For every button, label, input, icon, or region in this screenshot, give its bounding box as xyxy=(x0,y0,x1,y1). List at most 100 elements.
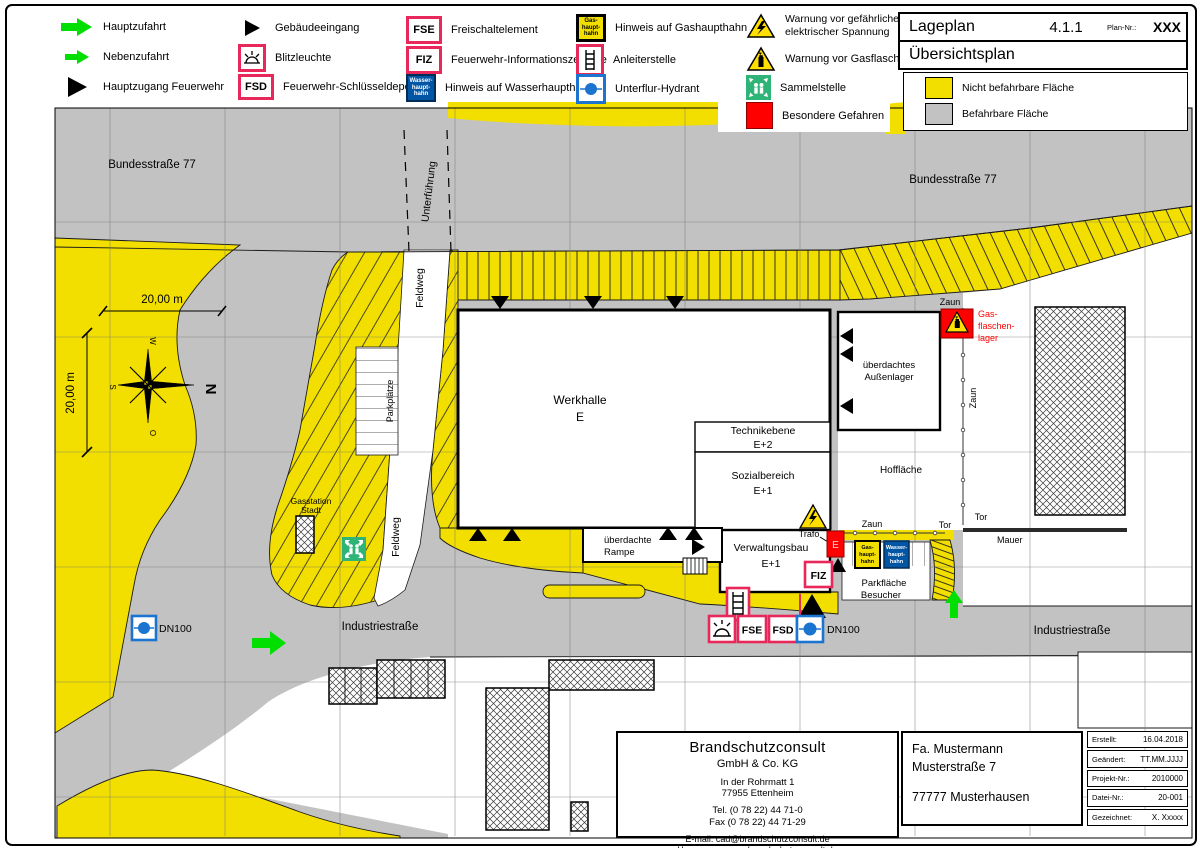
label-gasstation-1: Gasstation xyxy=(291,496,332,506)
label-dim-vertical: 20,00 m xyxy=(65,372,77,414)
legend-label: Anleiterstelle xyxy=(613,54,676,66)
customer-city: 77777 Musterhausen xyxy=(912,790,1030,805)
special-hazard-icon xyxy=(746,102,773,129)
label-sozialbereich: Sozialbereich xyxy=(731,470,794,482)
gas-sign-line1: Gas- xyxy=(861,545,873,551)
water-sign-line3: hahn xyxy=(890,559,904,565)
drivable-swatch xyxy=(925,103,953,125)
label-technikebene-level: E+2 xyxy=(754,439,773,451)
info-label: Erstellt: xyxy=(1092,735,1118,745)
company-email: E-mail: cad@brandschutzconsult.de xyxy=(685,834,830,844)
plan-number-box: Plan-Nr.: XXX xyxy=(1102,12,1188,42)
plan-info-table: Erstellt:16.04.2018 Geändert:TT.MM.JJJJ … xyxy=(1087,731,1188,827)
legend-label-line1: Warnung vor gefährlicher, xyxy=(785,13,905,26)
legend-besondere-gefahren: Besondere Gefahren xyxy=(746,102,884,129)
fse-label: FSE xyxy=(742,625,762,637)
label-aussenlager-1: überdachtes xyxy=(863,360,916,371)
gas-sign-line3: hahn xyxy=(861,559,875,565)
info-label: Projekt-Nr.: xyxy=(1092,774,1130,784)
roads-white xyxy=(355,249,451,607)
hydrant-icon xyxy=(576,74,606,104)
aussenlager-building xyxy=(836,310,942,432)
map-border xyxy=(54,107,1193,839)
compass-rose: N W S O xyxy=(108,337,219,436)
water-main-sign-icon: Wasser-haupt-hahn xyxy=(406,74,436,102)
legend-warnung-gasflaschen: Warnung vor Gasflaschen xyxy=(746,46,912,72)
neighbour-buildings xyxy=(295,306,1126,832)
label-technikebene: Technikebene xyxy=(731,425,796,437)
hydrant-south: DN100 xyxy=(795,614,860,644)
plan-subtitle-box: Übersichtsplan xyxy=(898,40,1188,70)
hauptzufahrt-arrow xyxy=(252,631,286,655)
area-legend-gray: Befahrbare Fläche xyxy=(925,103,1048,125)
water-sign-line2: haupt- xyxy=(888,552,905,558)
legend-warnung-spannung: Warnung vor gefährlicher, elektrischer S… xyxy=(746,13,905,39)
legend-fiz: FIZ Feuerwehr-Informationszentrale xyxy=(406,46,607,74)
fiz-icon: FIZ xyxy=(406,46,442,74)
info-row-projektnr: Projekt-Nr.: 2010000 xyxy=(1087,769,1188,788)
legend-label: Hauptzufahrt xyxy=(103,21,166,33)
access-arrows xyxy=(252,590,963,655)
hydrant-west: DN100 xyxy=(130,614,192,642)
assembly-point-map xyxy=(342,537,366,561)
info-label: Datei-Nr.: xyxy=(1092,793,1124,803)
legend-fsd: FSD Feuerwehr-Schlüsseldepot xyxy=(238,74,414,100)
secondary-access-arrow-icon xyxy=(60,49,94,65)
info-value: X. Xxxxx xyxy=(1151,812,1183,822)
customer-street: Musterstraße 7 xyxy=(912,760,997,775)
company-street: In der Rohrmatt 1 xyxy=(720,776,795,788)
plan-section-box: 4.1.1 xyxy=(1030,12,1104,42)
plan-title-box: Lageplan xyxy=(898,12,1032,42)
info-row-dateinr: Datei-Nr.:20-001 xyxy=(1087,789,1188,807)
company-tel: Tel. (0 78 22) 44 71-0 xyxy=(712,805,803,817)
customer-name: Fa. Mustermann xyxy=(912,742,1004,756)
water-sign-line1: Wasser- xyxy=(886,545,907,551)
legend-wasserhaupthahn: Wasser-haupt-hahn Hinweis auf Wasserhaup… xyxy=(406,74,594,102)
label-industriestrasse-west: Industriestraße xyxy=(342,621,419,633)
info-value: TT.MM.JJJJ xyxy=(1140,754,1183,764)
legend-unterflur-hydrant: Unterflur-Hydrant xyxy=(576,74,699,104)
main-access-arrow-icon xyxy=(60,17,94,37)
legend-label: Freischaltelement xyxy=(451,24,538,36)
label-parkplaetze: Parkplätze xyxy=(385,380,395,423)
plan-title: Lageplan xyxy=(909,18,975,35)
label-feldweg-south: Feldweg xyxy=(390,517,402,557)
southwest-green-area xyxy=(56,769,401,839)
fsd-icon: FSD xyxy=(238,74,274,100)
legend-fse: FSE Freischaltelement xyxy=(406,16,538,44)
info-row-geaendert: Geändert:TT.MM.JJJJ xyxy=(1087,750,1188,768)
info-value: 2010000 xyxy=(1151,774,1183,784)
legend-label: Warnung vor Gasflaschen xyxy=(785,53,912,65)
label-zaun-east: Zaun xyxy=(968,388,978,409)
legend-gashaupthahn: Gas-haupt-hahn Hinweis auf Gashaupthahn xyxy=(576,14,747,42)
underpass xyxy=(403,129,452,253)
label-aussenlager-2: Außenlager xyxy=(864,372,913,383)
legend-label: Hinweis auf Wasserhaupthahn xyxy=(445,82,594,94)
legend-blitzleuchte: Blitzleuchte xyxy=(238,44,331,72)
compass-n: N xyxy=(202,384,219,395)
legend-hauptzufahrt: Hauptzufahrt xyxy=(60,17,166,37)
label-sozialbereich-level: E+1 xyxy=(754,485,773,497)
nebenzufahrt-arrow xyxy=(945,590,963,618)
legend-nebenzufahrt: Nebenzufahrt xyxy=(60,49,169,65)
legend-label: Hauptzugang Feuerwehr xyxy=(103,81,225,93)
company-legal: GmbH & Co. KG xyxy=(716,757,799,770)
label-bundesstrasse-west: Bundesstraße 77 xyxy=(108,159,196,171)
label-tor-1: Tor xyxy=(939,520,952,530)
label-rampe-2: Rampe xyxy=(604,547,635,558)
company-name: Brandschutzconsult xyxy=(689,739,826,756)
area-legend-yellow: Nicht befahrbare Fläche xyxy=(925,77,1074,99)
label-parkflaeche-1: Parkfläche xyxy=(862,578,907,589)
label-dim-horizontal: 20,00 m xyxy=(141,294,183,306)
fse-marker xyxy=(736,614,768,644)
hoffläche-area xyxy=(838,310,963,530)
legend-label: Hinweis auf Gashaupthahn xyxy=(615,22,748,34)
label-bundesstrasse-east: Bundesstraße 77 xyxy=(909,174,997,186)
address-block: Brandschutzconsult GmbH & Co. KG In der … xyxy=(616,731,899,848)
traffic-island xyxy=(542,584,646,599)
plan-number-label: Plan-Nr.: xyxy=(1107,22,1137,32)
compass-o: O xyxy=(148,430,157,436)
beacon-icon xyxy=(238,44,266,72)
non-drivable-swatch xyxy=(925,77,953,99)
compass-w: W xyxy=(148,337,157,345)
